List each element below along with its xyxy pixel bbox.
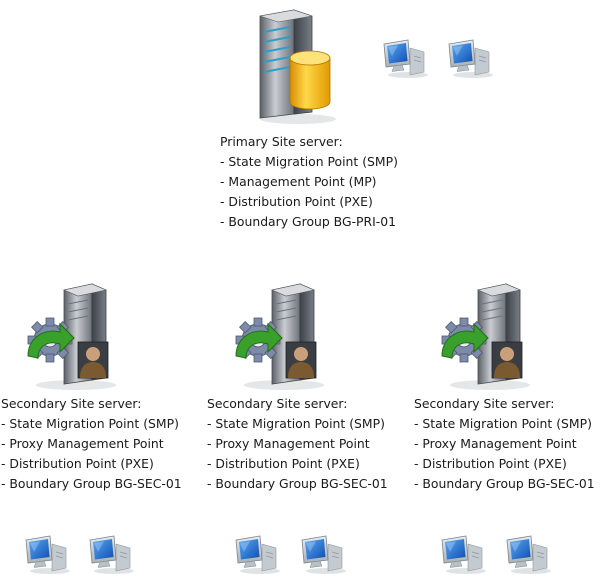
secondary-site-title: Secondary Site server: xyxy=(414,396,555,411)
client-computer-icon xyxy=(232,534,282,574)
primary-site-caption: Primary Site server: - State Migration P… xyxy=(220,132,398,232)
secondary-role-item: - Distribution Point (PXE) xyxy=(414,456,567,471)
secondary-role-item: - State Migration Point (SMP) xyxy=(414,416,592,431)
primary-role-item: - Boundary Group BG-PRI-01 xyxy=(220,214,397,229)
secondary-role-item: - Proxy Management Point xyxy=(207,436,370,451)
client-computer-icon xyxy=(298,534,348,574)
client-computer-icon xyxy=(445,38,495,78)
secondary-role-item: - State Migration Point (SMP) xyxy=(207,416,385,431)
secondary-site-title: Secondary Site server: xyxy=(1,396,142,411)
client-computer-icon xyxy=(503,534,553,574)
secondary-role-item: - Distribution Point (PXE) xyxy=(207,456,360,471)
client-computer-icon xyxy=(380,38,430,78)
primary-role-item: - State Migration Point (SMP) xyxy=(220,154,398,169)
secondary-site-caption: Secondary Site server: - State Migration… xyxy=(414,394,595,494)
primary-site-server-icon xyxy=(250,6,340,126)
primary-role-item: - Distribution Point (PXE) xyxy=(220,194,373,209)
secondary-role-item: - Distribution Point (PXE) xyxy=(1,456,154,471)
database-server-icon xyxy=(250,6,340,126)
secondary-site-caption: Secondary Site server: - State Migration… xyxy=(1,394,182,494)
secondary-role-item: - State Migration Point (SMP) xyxy=(1,416,179,431)
primary-role-item: - Management Point (MP) xyxy=(220,174,377,189)
secondary-site-server-icon xyxy=(428,282,538,392)
secondary-role-item: - Boundary Group BG-SEC-01 xyxy=(1,476,182,491)
secondary-role-item: - Proxy Management Point xyxy=(1,436,164,451)
secondary-role-item: - Proxy Management Point xyxy=(414,436,577,451)
secondary-site-server-icon xyxy=(222,282,332,392)
client-computer-icon xyxy=(438,534,488,574)
client-computer-icon xyxy=(86,534,136,574)
secondary-role-item: - Boundary Group BG-SEC-01 xyxy=(414,476,595,491)
secondary-site-title: Secondary Site server: xyxy=(207,396,348,411)
secondary-site-server-icon xyxy=(14,282,124,392)
client-computer-icon xyxy=(22,534,72,574)
secondary-role-item: - Boundary Group BG-SEC-01 xyxy=(207,476,388,491)
primary-site-title: Primary Site server: xyxy=(220,134,343,149)
secondary-site-caption: Secondary Site server: - State Migration… xyxy=(207,394,388,494)
